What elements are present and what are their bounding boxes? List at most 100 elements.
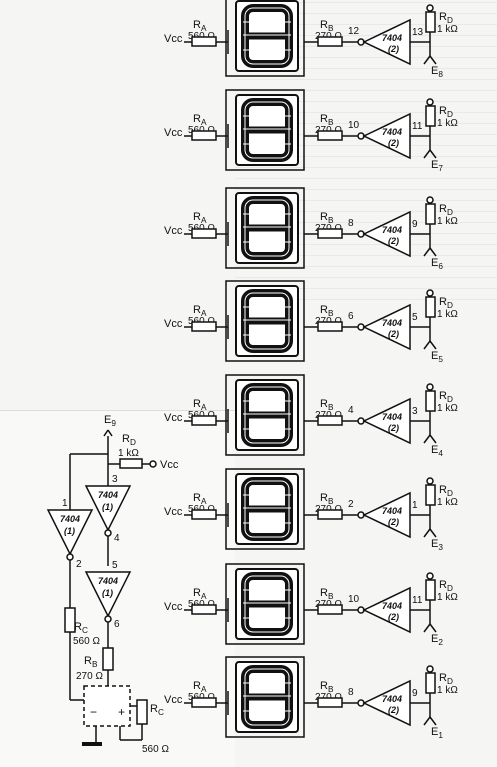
- rd-value: 1 kΩ: [437, 403, 458, 414]
- gate-name: 7404: [382, 412, 402, 422]
- vcc-label: Vcc: [164, 694, 183, 706]
- rd-label: RD: [439, 105, 453, 119]
- pin-in-number: 11: [412, 121, 423, 132]
- ra-resistor: [192, 322, 216, 331]
- gate-unit: (2): [388, 612, 399, 622]
- pin-in-number: 13: [412, 27, 424, 38]
- rd-vcc-terminal: [427, 666, 433, 672]
- pin-out-number: 6: [348, 311, 354, 322]
- source-plus: +: [118, 705, 125, 719]
- pin-in-number: 9: [412, 688, 418, 699]
- rd-vcc-terminal: [427, 573, 433, 579]
- left-rd-label: RD: [122, 433, 136, 447]
- e-arrow-right: [430, 150, 436, 158]
- rc2-resistor: [137, 700, 147, 724]
- rd-label: RD: [439, 203, 453, 217]
- rd-value: 1 kΩ: [437, 685, 458, 696]
- gate-unit: (2): [388, 44, 399, 54]
- rd-resistor: [426, 673, 435, 693]
- pin-in-number: 1: [412, 500, 418, 511]
- vcc-label: Vcc: [164, 225, 183, 237]
- pin-in-number: 9: [412, 219, 418, 230]
- gate-b-pin-in: 1: [62, 498, 68, 509]
- rd-value: 1 kΩ: [437, 592, 458, 603]
- left-rb-resistor: [103, 648, 113, 670]
- rb-resistor: [318, 131, 342, 140]
- vcc-label: Vcc: [164, 33, 183, 45]
- gate-name: 7404: [382, 694, 402, 704]
- seven-segment-display: [236, 1, 298, 71]
- gate-a-unit: (1): [102, 502, 113, 512]
- gate-b-pin-out: 2: [76, 559, 82, 570]
- e9-arrow-left: [104, 430, 108, 436]
- rb-resistor: [318, 37, 342, 46]
- gate-b-name: 7404: [60, 514, 80, 524]
- rd-value: 1 kΩ: [437, 497, 458, 508]
- gate-unit: (2): [388, 423, 399, 433]
- e-arrow-right: [430, 56, 436, 64]
- e9-label: E9: [104, 414, 116, 428]
- e-arrow-left: [424, 624, 430, 632]
- gate-unit: (2): [388, 517, 399, 527]
- seven-segment-display: [236, 569, 298, 639]
- left-rd-resistor: [120, 459, 142, 468]
- e-arrow-left: [424, 56, 430, 64]
- rd-label: RD: [439, 579, 453, 593]
- rc1-label: RC: [74, 621, 88, 635]
- e-arrow-right: [430, 435, 436, 443]
- rd-resistor: [426, 297, 435, 317]
- pin-out-number: 8: [348, 687, 354, 698]
- gate-c-pin-in: 5: [112, 560, 118, 571]
- gate-a-name: 7404: [98, 490, 118, 500]
- e-arrow-right: [430, 248, 436, 256]
- e-arrow-left: [424, 341, 430, 349]
- e-input-label: E5: [431, 350, 443, 364]
- rd-value: 1 kΩ: [437, 118, 458, 129]
- pin-out-number: 8: [348, 218, 354, 229]
- e-arrow-right: [430, 717, 436, 725]
- vcc-label: Vcc: [164, 601, 183, 613]
- e-input-label: E7: [431, 159, 443, 173]
- rd-resistor: [426, 204, 435, 224]
- gate-a-bubble: [105, 530, 111, 536]
- rc2-label: RC: [150, 703, 164, 717]
- e-input-label: E8: [431, 65, 443, 79]
- ra-resistor: [192, 605, 216, 614]
- gate-unit: (2): [388, 705, 399, 715]
- gate-b-unit: (1): [64, 526, 75, 536]
- ra-resistor: [192, 37, 216, 46]
- gate-name: 7404: [382, 127, 402, 137]
- rd-vcc-terminal: [427, 5, 433, 11]
- seven-segment-display: [236, 193, 298, 263]
- rb-resistor: [318, 510, 342, 519]
- e-arrow-right: [430, 341, 436, 349]
- rd-vcc-terminal: [427, 384, 433, 390]
- e-input-label: E3: [431, 538, 443, 552]
- gate-c-bubble: [105, 616, 111, 622]
- gate-name: 7404: [382, 318, 402, 328]
- source-minus: −: [90, 705, 97, 719]
- rd-label: RD: [439, 296, 453, 310]
- pin-out-number: 2: [348, 499, 354, 510]
- gate-a-pin-in: 3: [112, 474, 118, 485]
- pin-in-number: 5: [412, 312, 418, 323]
- vcc-label: Vcc: [164, 412, 183, 424]
- rd-vcc-terminal: [427, 99, 433, 105]
- seven-segment-display: [236, 662, 298, 732]
- e-input-label: E4: [431, 444, 443, 458]
- e-arrow-right: [430, 529, 436, 537]
- e-arrow-right: [430, 624, 436, 632]
- rd-vcc-terminal: [427, 290, 433, 296]
- e-arrow-left: [424, 150, 430, 158]
- gate-name: 7404: [382, 33, 402, 43]
- gate-unit: (2): [388, 329, 399, 339]
- rd-value: 1 kΩ: [437, 309, 458, 320]
- ra-resistor: [192, 510, 216, 519]
- seven-segment-display: [236, 286, 298, 356]
